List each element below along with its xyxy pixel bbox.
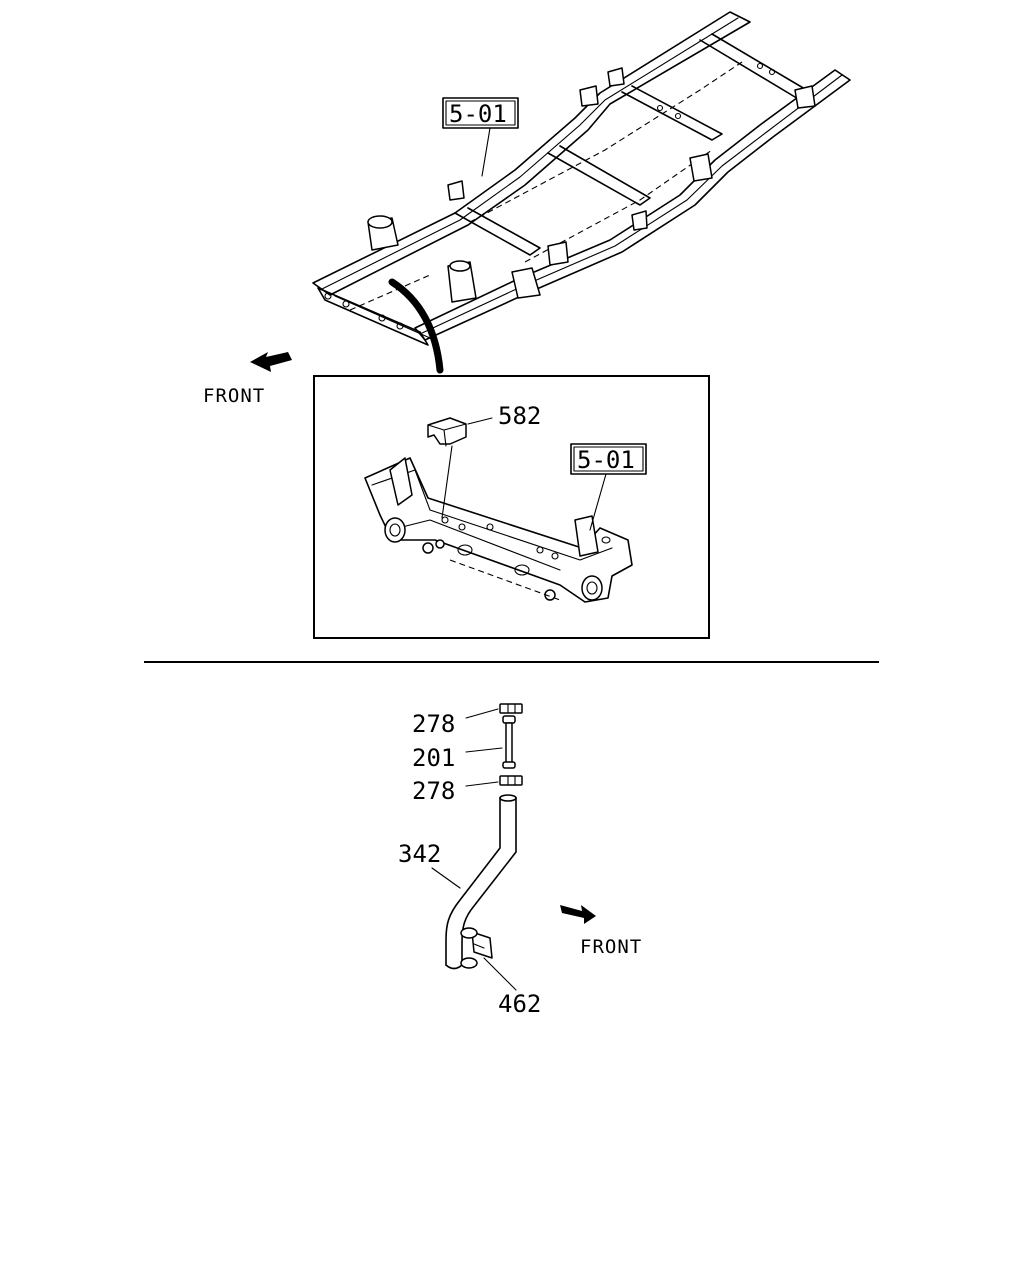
chassis-frame-illustration [312, 11, 851, 346]
callout-frame-detail: 5-01 [577, 446, 635, 474]
callout-bracket: 582 [498, 402, 541, 430]
front-label-lower: FRONT [580, 936, 642, 958]
front-crossmember-detail [364, 417, 647, 603]
hose-assembly-illustration [431, 703, 523, 991]
callout-nut-upper: 278 [412, 710, 455, 738]
callout-frame-top: 5-01 [449, 100, 507, 128]
front-arrow-icon [560, 905, 596, 924]
callout-bolt: 201 [412, 744, 455, 772]
callout-nut-lower: 278 [412, 777, 455, 805]
front-arrow-icon [250, 352, 292, 372]
front-label-upper: FRONT [203, 385, 265, 407]
detail-inset-box [313, 375, 710, 639]
callout-hose: 342 [398, 840, 441, 868]
callout-clip: 462 [498, 990, 541, 1018]
detail-pointer [388, 278, 444, 374]
